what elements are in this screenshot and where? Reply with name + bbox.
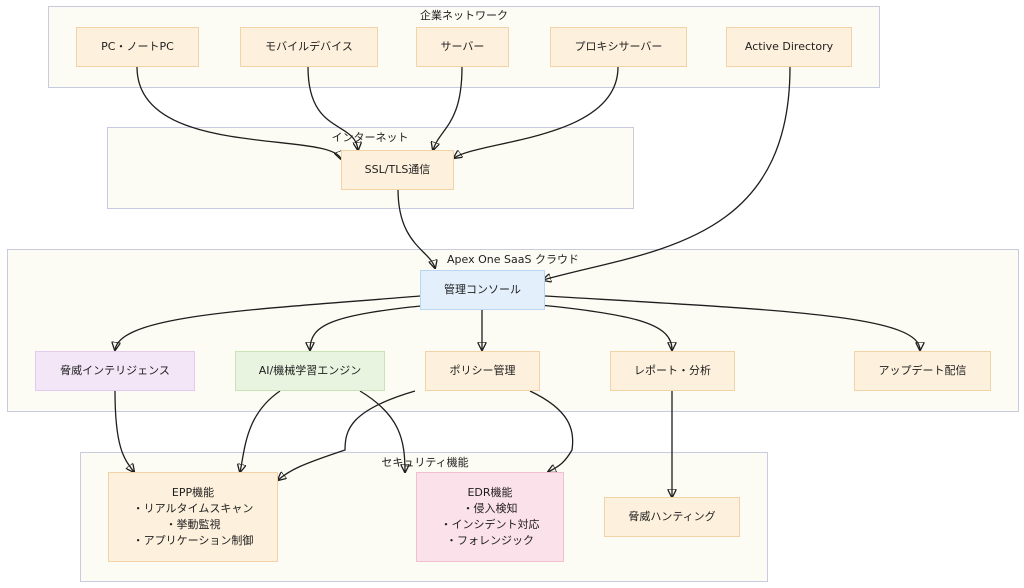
- node-management-console[interactable]: 管理コンソール: [420, 270, 545, 310]
- node-policy-management[interactable]: ポリシー管理: [425, 351, 540, 391]
- node-mobile-device[interactable]: モバイルデバイス: [240, 27, 378, 67]
- node-update-delivery[interactable]: アップデート配信: [854, 351, 991, 391]
- node-ssl-tls[interactable]: SSL/TLS通信: [341, 150, 454, 190]
- edr-item-intrusion-detection: ・侵入検知: [462, 502, 518, 515]
- node-report-analysis[interactable]: レポート・分析: [610, 351, 735, 391]
- edr-item-forensics: ・フォレンジック: [446, 534, 534, 547]
- node-ai-ml-engine[interactable]: AI/機械学習エンジン: [235, 351, 385, 391]
- edr-item-incident-response: ・インシデント対応: [440, 518, 540, 531]
- node-active-directory[interactable]: Active Directory: [726, 27, 852, 67]
- epp-title: EPP機能: [171, 486, 215, 499]
- node-edr[interactable]: EDR機能 ・侵入検知 ・インシデント対応 ・フォレンジック: [416, 472, 564, 562]
- epp-item-app-control: ・アプリケーション制御: [132, 534, 254, 547]
- edr-title: EDR機能: [467, 486, 513, 499]
- node-server[interactable]: サーバー: [416, 27, 509, 67]
- group-internet-label: インターネット: [331, 131, 409, 144]
- node-proxy-server[interactable]: プロキシサーバー: [550, 27, 687, 67]
- epp-item-realtime-scan: ・リアルタイムスキャン: [132, 502, 254, 515]
- node-threat-intelligence[interactable]: 脅威インテリジェンス: [35, 351, 195, 391]
- group-cloud-label: Apex One SaaS クラウド: [447, 253, 579, 266]
- node-epp[interactable]: EPP機能 ・リアルタイムスキャン ・挙動監視 ・アプリケーション制御: [108, 472, 278, 562]
- node-threat-hunting[interactable]: 脅威ハンティング: [604, 497, 740, 537]
- group-corporate-network-label: 企業ネットワーク: [420, 9, 508, 22]
- group-security-label: セキュリティ機能: [381, 456, 469, 469]
- node-pc[interactable]: PC・ノートPC: [76, 27, 199, 67]
- epp-item-behavior-monitoring: ・挙動監視: [165, 518, 221, 531]
